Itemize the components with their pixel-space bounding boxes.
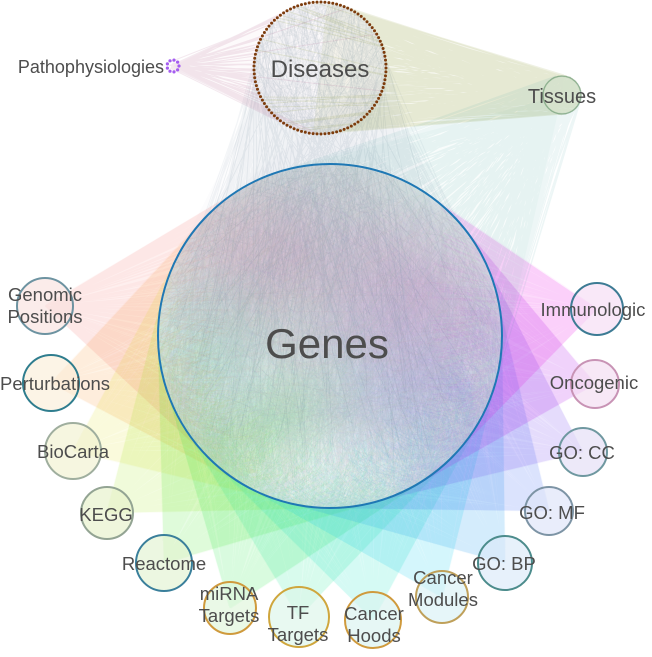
svg-text:GO: MF: GO: MF (519, 502, 585, 523)
svg-text:Hoods: Hoods (347, 625, 400, 646)
svg-text:Genomic: Genomic (8, 284, 82, 305)
svg-text:Tissues: Tissues (528, 86, 596, 108)
svg-text:Pathophysiologies: Pathophysiologies (18, 57, 164, 77)
svg-text:GO: BP: GO: BP (472, 553, 536, 574)
svg-text:Positions: Positions (7, 306, 82, 327)
svg-text:miRNA: miRNA (200, 583, 259, 604)
svg-text:Modules: Modules (408, 589, 478, 610)
svg-text:Cancer: Cancer (413, 567, 473, 588)
svg-text:Reactome: Reactome (122, 553, 206, 574)
svg-text:KEGG: KEGG (79, 504, 132, 525)
svg-text:Perturbations: Perturbations (0, 373, 110, 394)
svg-text:GO: CC: GO: CC (549, 442, 615, 463)
svg-text:Genes: Genes (265, 320, 389, 367)
svg-text:Cancer: Cancer (344, 603, 404, 624)
svg-text:Targets: Targets (268, 624, 329, 645)
svg-text:Diseases: Diseases (271, 56, 370, 83)
svg-text:BioCarta: BioCarta (37, 441, 110, 462)
svg-text:TF: TF (287, 602, 310, 623)
svg-text:Immunologic: Immunologic (541, 299, 646, 320)
svg-text:Oncogenic: Oncogenic (550, 372, 638, 393)
svg-text:Targets: Targets (199, 605, 260, 626)
